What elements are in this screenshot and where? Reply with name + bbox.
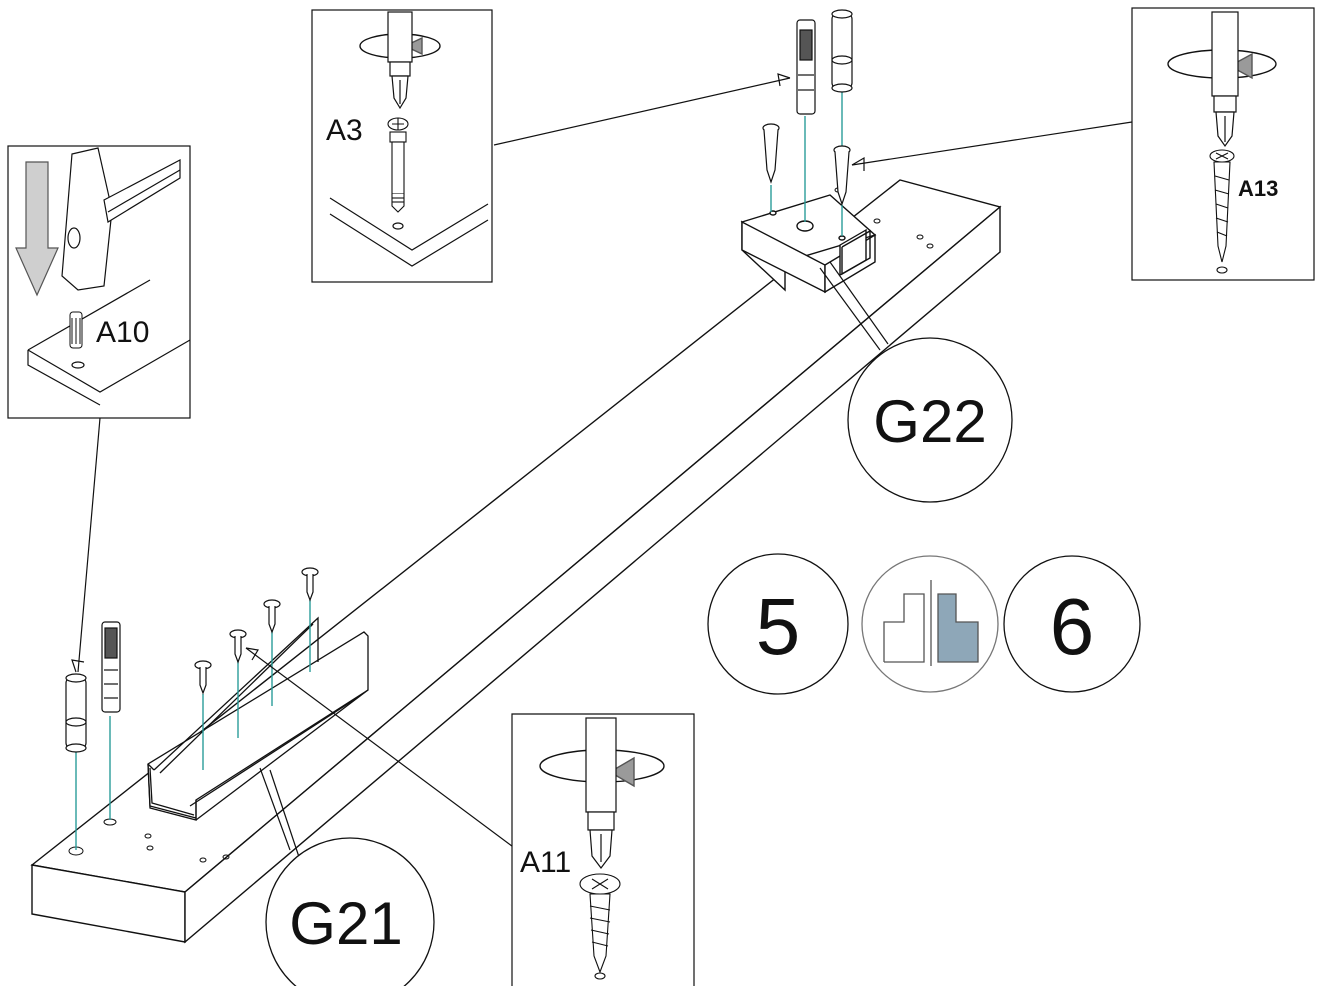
a3-cam-bolt [387, 117, 409, 213]
label-a13: A13 [1238, 176, 1278, 201]
label-a10: A10 [96, 316, 149, 349]
g22-dowel [831, 9, 853, 93]
part-circle-g22: G22 [847, 337, 1013, 503]
step-number-right: 6 [1050, 582, 1095, 671]
dowel-a10 [65, 673, 87, 753]
screwdriver-icon [1211, 11, 1239, 148]
inset-a13: A13 [1131, 7, 1315, 281]
guide-lines [75, 92, 843, 850]
a3-panel [329, 197, 489, 267]
a13-screw [1209, 149, 1235, 274]
panel-orientation-icon [861, 555, 999, 693]
step-indicator: 5 6 [707, 553, 1141, 695]
a10-panel [27, 279, 191, 406]
label-g22: G22 [873, 388, 986, 455]
channel-screws [194, 567, 319, 695]
g22-cam-bolt [796, 19, 816, 115]
label-a11: A11 [520, 846, 571, 879]
inset-a11: A11 [511, 713, 695, 986]
label-g21: G21 [289, 890, 402, 957]
cam-bolt [101, 621, 121, 713]
a10-dowel [69, 311, 83, 349]
step-number-left: 5 [756, 582, 801, 671]
screwdriver-icon [585, 717, 617, 869]
part-circle-g21: G21 [265, 837, 435, 986]
g22-screw-left [762, 123, 780, 184]
screwdriver-icon [387, 11, 413, 110]
down-arrow-icon [15, 161, 59, 297]
g22-screw-right [833, 145, 851, 206]
inset-a10: A10 [7, 145, 191, 419]
leader-lines [71, 73, 1133, 861]
board-holes [68, 187, 934, 863]
channel-g21 [147, 616, 369, 821]
hammer-icon [61, 147, 181, 291]
label-a3: A3 [326, 114, 363, 147]
a11-screw [579, 873, 621, 980]
inset-a3: A3 [311, 9, 493, 283]
